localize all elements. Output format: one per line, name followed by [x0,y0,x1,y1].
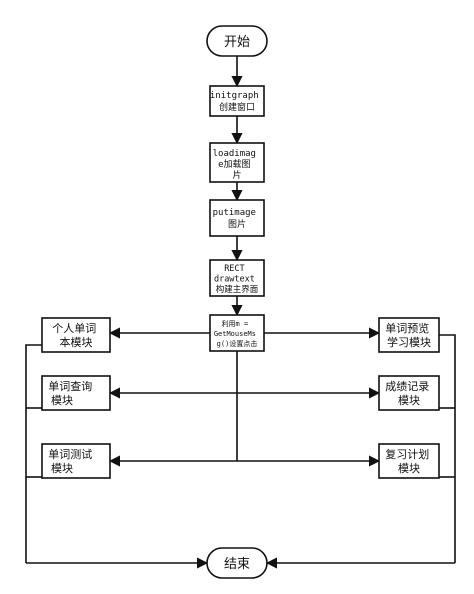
word-query-line-2: 模块 [51,394,73,407]
initgraph-line-2: 创建窗口 [219,101,255,113]
svg-text:单词查询 模块: 单词查询 模块 [48,379,96,407]
mouse-msg-node: 利用m = GetMouseMs g()设置点击 [209,314,265,352]
svg-text:putimage 图片: putimage 图片 [213,208,262,230]
loadimage-node: loadimag e加载图 片 [209,142,265,183]
word-list-line-1: 个人单词 [52,322,96,335]
svg-text:个人单词 本模块: 个人单词 本模块 [52,322,100,349]
review-plan-line-1: 复习计划 [385,447,429,461]
scores-line-2: 模块 [398,394,420,407]
word-list-module-node: 个人单词 本模块 [41,317,111,353]
svg-text:单词测试 模块: 单词测试 模块 [48,448,96,475]
word-query-module-node: 单词查询 模块 [41,375,111,411]
scores-module-node: 成绩记录 模块 [378,375,440,411]
loadimage-line-3: 片 [232,169,241,181]
rect-line-1: RECT [224,264,244,274]
return-word-list [25,344,42,563]
svg-text:loadimag e加载图 片: loadimag e加载图 片 [213,149,262,181]
svg-text:利用m = GetMouseMs g: 利用m = GetMouseMs g()设置点击 [214,319,260,348]
putimage-line-2: 图片 [228,218,246,230]
review-plan-line-2: 模块 [398,462,420,475]
svg-text:RECT drawtext 构建主界: RECT drawtext 构建主界面 [214,264,260,295]
preview-module-node: 单词预览 学习模块 [378,317,440,353]
rect-drawtext-node: RECT drawtext 构建主界面 [209,259,265,297]
rect-line-3: 构建主界面 [216,284,259,295]
initgraph-line-1: initgraph [210,91,259,101]
rect-line-2: drawtext [214,275,255,285]
loadimage-line-2: e加载图 [218,158,250,170]
svg-text:成绩记录 模块: 成绩记录 模块 [385,380,433,407]
start-node: 开始 [206,25,268,57]
svg-text:initgraph 创建窗口: initgraph 创建窗口 [210,91,264,113]
end-node: 结束 [206,547,268,579]
word-test-line-1: 单词测试 [48,448,92,461]
putimage-node: putimage 图片 [209,199,265,237]
mouse-line-2: GetMouseMs [214,330,256,338]
putimage-line-1: putimage [213,208,256,218]
initgraph-node: initgraph 创建窗口 [209,85,265,117]
word-test-module-node: 单词测试 模块 [41,443,111,479]
return-preview [439,334,456,563]
loadimage-line-1: loadimag [213,149,256,159]
mouse-line-3: g()设置点击 [217,339,258,348]
mouse-line-1: 利用m = [222,319,249,328]
preview-line-2: 学习模块 [387,335,431,349]
scores-line-1: 成绩记录 [385,380,429,393]
preview-line-1: 单词预览 [385,321,429,335]
review-plan-module-node: 复习计划 模块 [378,443,440,479]
start-label: 开始 [224,35,250,50]
svg-text:单词预览 学习模块: 单词预览 学习模块 [385,321,433,349]
word-query-line-1: 单词查询 [48,379,92,393]
svg-text:复习计划 模块: 复习计划 模块 [385,447,433,475]
end-label: 结束 [224,557,250,572]
word-list-line-2: 本模块 [60,335,93,349]
connectors [25,56,456,569]
word-test-line-2: 模块 [51,462,73,475]
